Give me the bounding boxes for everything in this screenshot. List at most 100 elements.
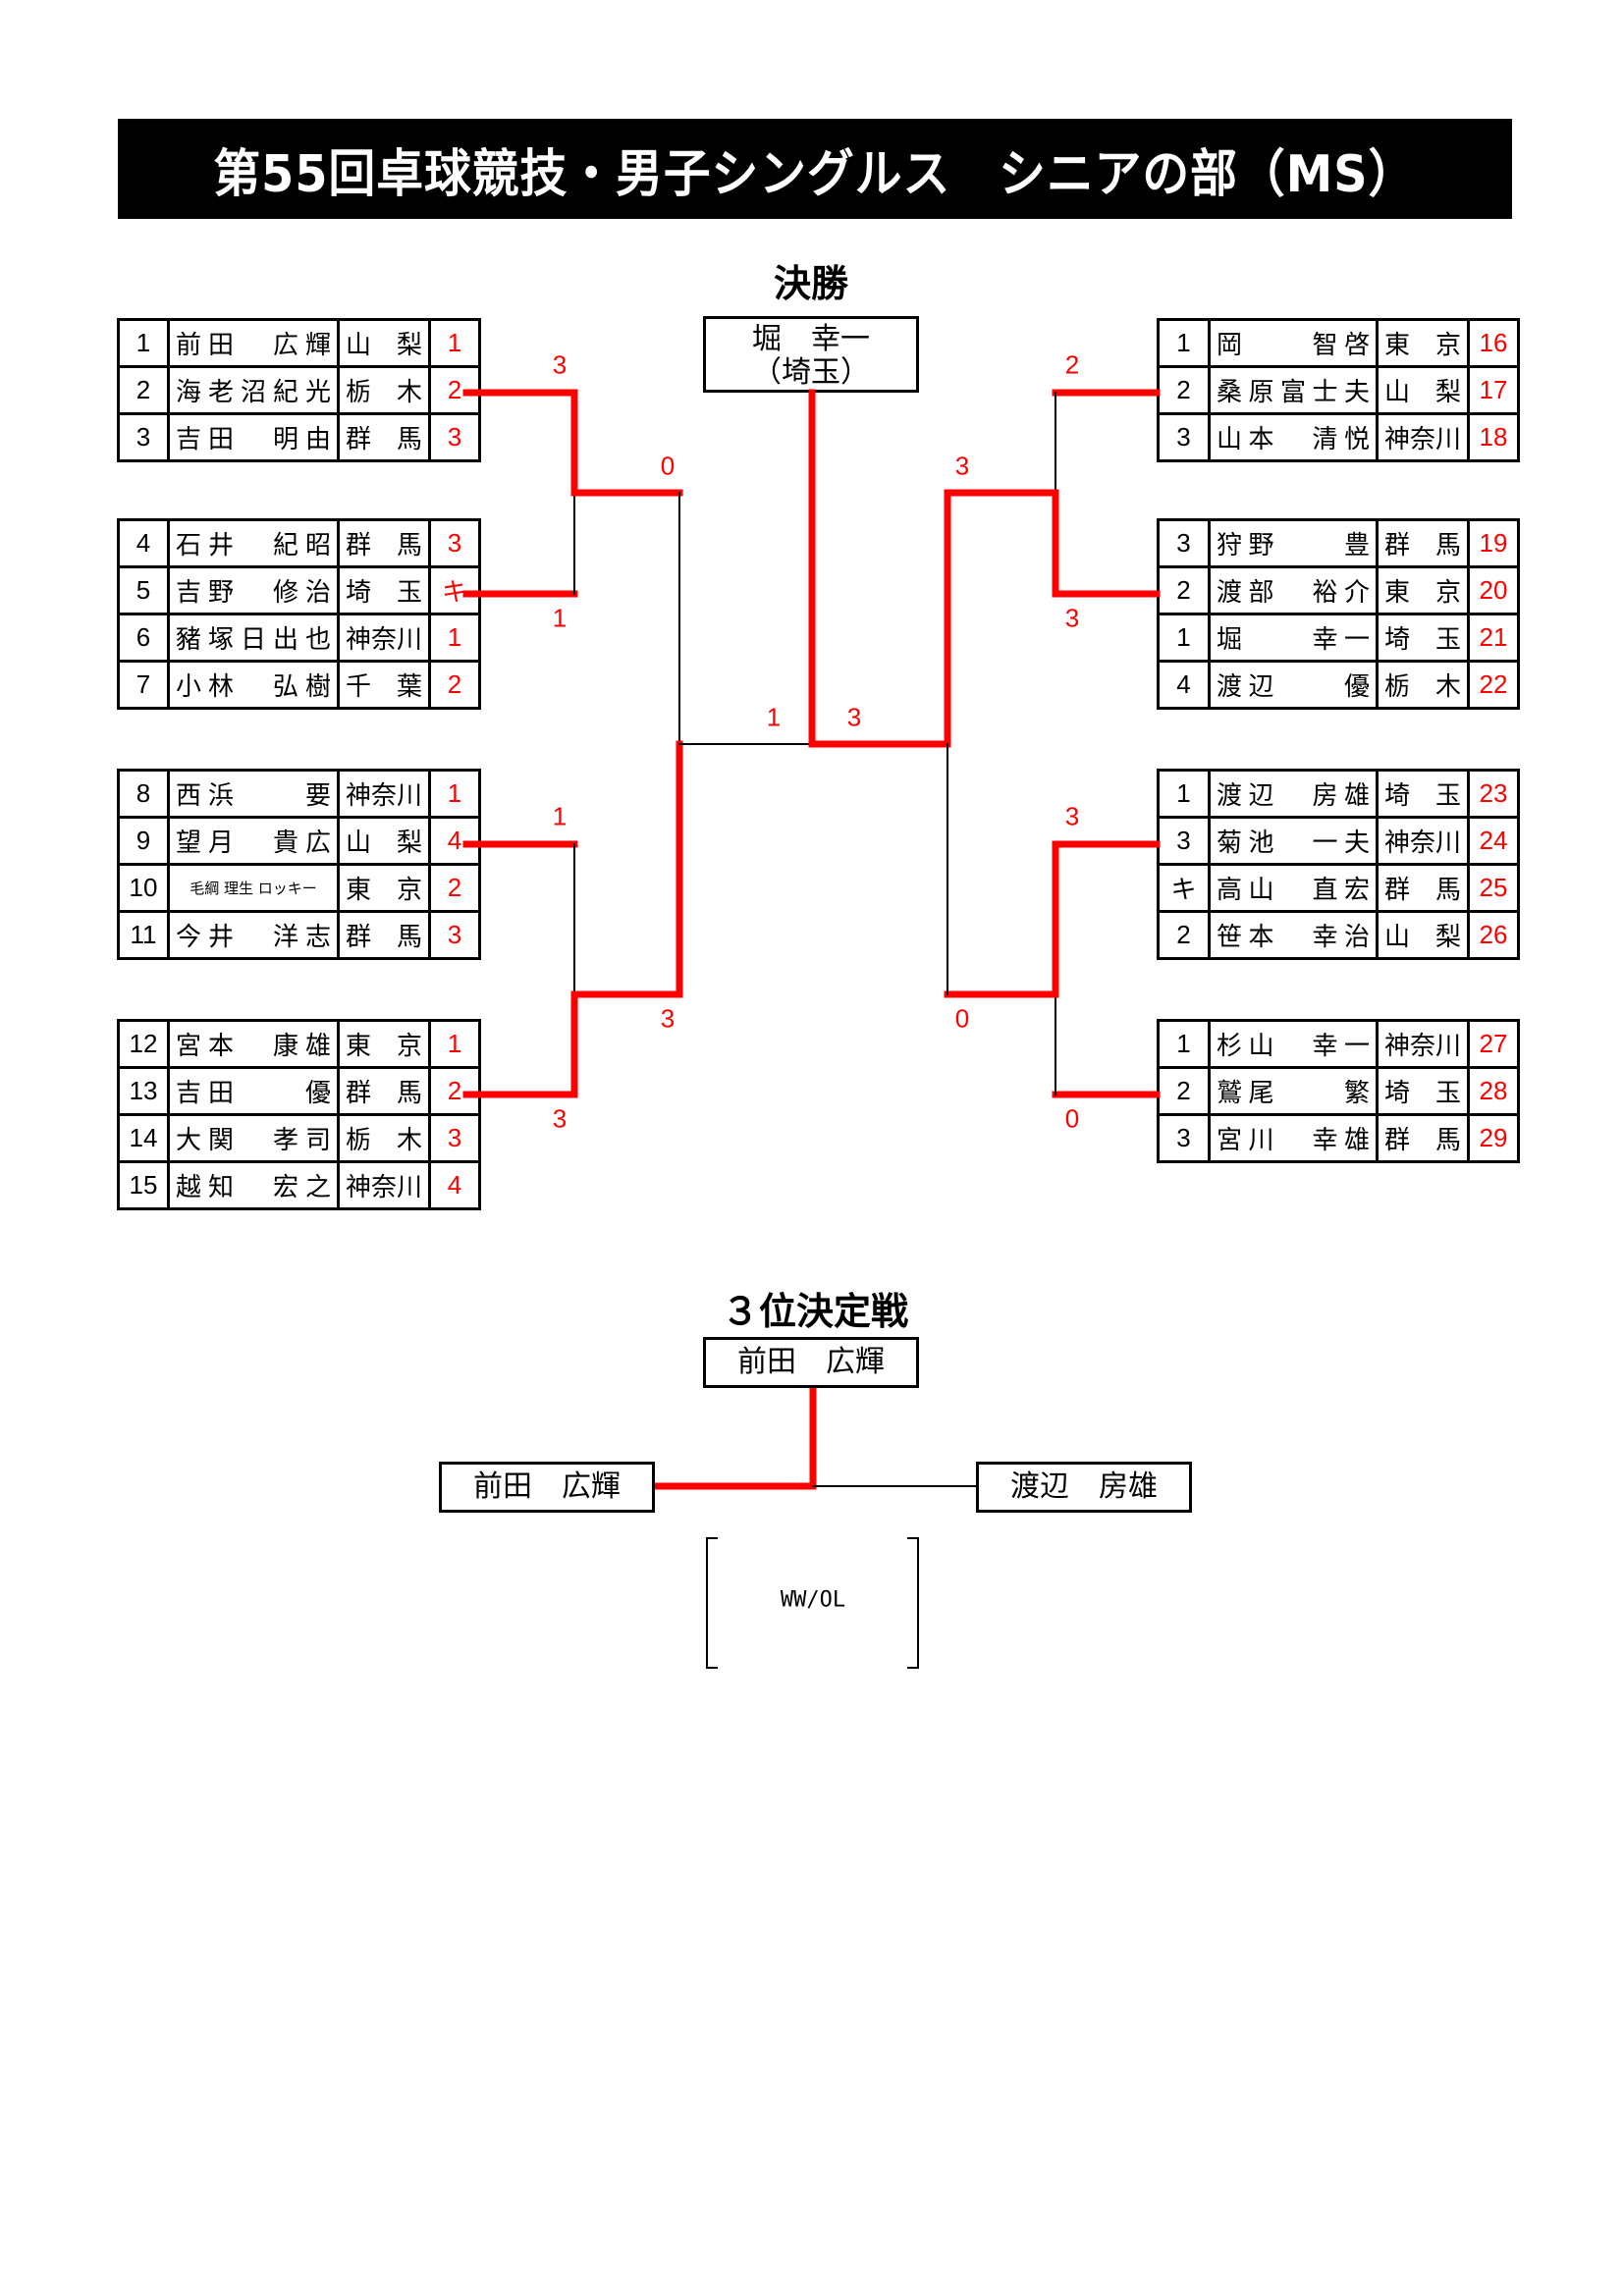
player-name: 桑原富士夫 xyxy=(1208,365,1379,415)
league-rank: 2 xyxy=(1157,565,1211,615)
prefecture: 東 京 xyxy=(1375,565,1471,615)
player-name: 豬塚日出也 xyxy=(167,613,340,663)
draw-number: 5 xyxy=(117,565,170,615)
champion-name: 堀 幸一 xyxy=(752,322,870,356)
player-name: 堀 幸一 xyxy=(1208,613,1379,663)
prefecture: 栃 木 xyxy=(336,1113,432,1163)
third-place-winner-box: 前田 広輝 xyxy=(703,1337,919,1388)
draw-number: 20 xyxy=(1467,565,1521,615)
player-name: 今井 洋志 xyxy=(167,910,340,960)
prefecture: 山 梨 xyxy=(336,318,432,368)
draw-number: 23 xyxy=(1467,769,1521,819)
player-name: 望月 貴広 xyxy=(167,816,340,866)
draw-number: 27 xyxy=(1467,1019,1521,1069)
player-name: 毛綱 理生 ロッキー xyxy=(167,863,340,913)
draw-number: 18 xyxy=(1467,412,1521,462)
third-place-right-box: 渡辺 房雄 xyxy=(976,1462,1192,1513)
score-l-sf2-bot: 3 xyxy=(552,1103,568,1134)
note-right-bracket xyxy=(907,1537,919,1669)
draw-number: 9 xyxy=(117,816,170,866)
player-name: 小林 弘樹 xyxy=(167,660,340,710)
score-l-qf-bot: 3 xyxy=(660,1003,676,1034)
score-r-qf-top: 3 xyxy=(954,451,970,481)
prefecture: 神奈川 xyxy=(336,613,432,663)
prefecture: 群 馬 xyxy=(336,910,432,960)
draw-number: 4 xyxy=(117,518,170,568)
league-rank: 2 xyxy=(1157,910,1211,960)
draw-number: 3 xyxy=(117,412,170,462)
player-name: 笹本 幸治 xyxy=(1208,910,1379,960)
prefecture: 神奈川 xyxy=(1375,816,1471,866)
league-rank: 1 xyxy=(1157,318,1211,368)
prefecture: 神奈川 xyxy=(1375,412,1471,462)
player-name: 吉田 優 xyxy=(167,1066,340,1116)
third-place-right-player: 渡辺 房雄 xyxy=(1010,1469,1158,1504)
draw-number: 8 xyxy=(117,769,170,819)
third-place-note: WW/OL xyxy=(780,1587,846,1613)
prefecture: 群 馬 xyxy=(336,412,432,462)
third-place-winner: 前田 広輝 xyxy=(737,1345,885,1379)
draw-number: 13 xyxy=(117,1066,170,1116)
third-place-left-player: 前田 広輝 xyxy=(473,1469,621,1504)
prefecture: 埼 玉 xyxy=(1375,613,1471,663)
player-name: 吉田 明由 xyxy=(167,412,340,462)
league-rank: 2 xyxy=(428,863,482,913)
score-final-right: 3 xyxy=(846,702,862,732)
draw-number: 2 xyxy=(117,365,170,415)
title-bar: 第55回卓球競技・男子シングルス シニアの部（MS） xyxy=(118,119,1512,219)
draw-number: 19 xyxy=(1467,518,1521,568)
prefecture: 東 京 xyxy=(336,863,432,913)
prefecture: 群 馬 xyxy=(336,1066,432,1116)
draw-number: 29 xyxy=(1467,1113,1521,1163)
league-rank: 3 xyxy=(428,1113,482,1163)
league-rank: 2 xyxy=(428,1066,482,1116)
prefecture: 群 馬 xyxy=(1375,863,1471,913)
league-rank: 1 xyxy=(428,769,482,819)
player-name: 宮本 康雄 xyxy=(167,1019,340,1069)
draw-number: 17 xyxy=(1467,365,1521,415)
prefecture: 千 葉 xyxy=(336,660,432,710)
score-final-left: 1 xyxy=(766,702,782,732)
player-name: 宮川 幸雄 xyxy=(1208,1113,1379,1163)
player-name: 石井 紀昭 xyxy=(167,518,340,568)
page-title: 第55回卓球競技・男子シングルス シニアの部（MS） xyxy=(213,144,1417,204)
score-l-sf1-bot: 1 xyxy=(552,603,568,633)
draw-number: 1 xyxy=(117,318,170,368)
league-rank: 1 xyxy=(1157,613,1211,663)
draw-number: 10 xyxy=(117,863,170,913)
player-name: 渡辺 優 xyxy=(1208,660,1379,710)
league-rank: 3 xyxy=(1157,1113,1211,1163)
league-rank: 1 xyxy=(1157,769,1211,819)
prefecture: 山 梨 xyxy=(1375,910,1471,960)
draw-number: 22 xyxy=(1467,660,1521,710)
player-name: 越知 宏之 xyxy=(167,1160,340,1210)
score-r-sf2-bot: 0 xyxy=(1064,1103,1080,1134)
draw-number: 11 xyxy=(117,910,170,960)
draw-number: 16 xyxy=(1467,318,1521,368)
draw-number: 25 xyxy=(1467,863,1521,913)
player-name: 西浜 要 xyxy=(167,769,340,819)
player-name: 岡 智啓 xyxy=(1208,318,1379,368)
prefecture: 埼 玉 xyxy=(1375,769,1471,819)
